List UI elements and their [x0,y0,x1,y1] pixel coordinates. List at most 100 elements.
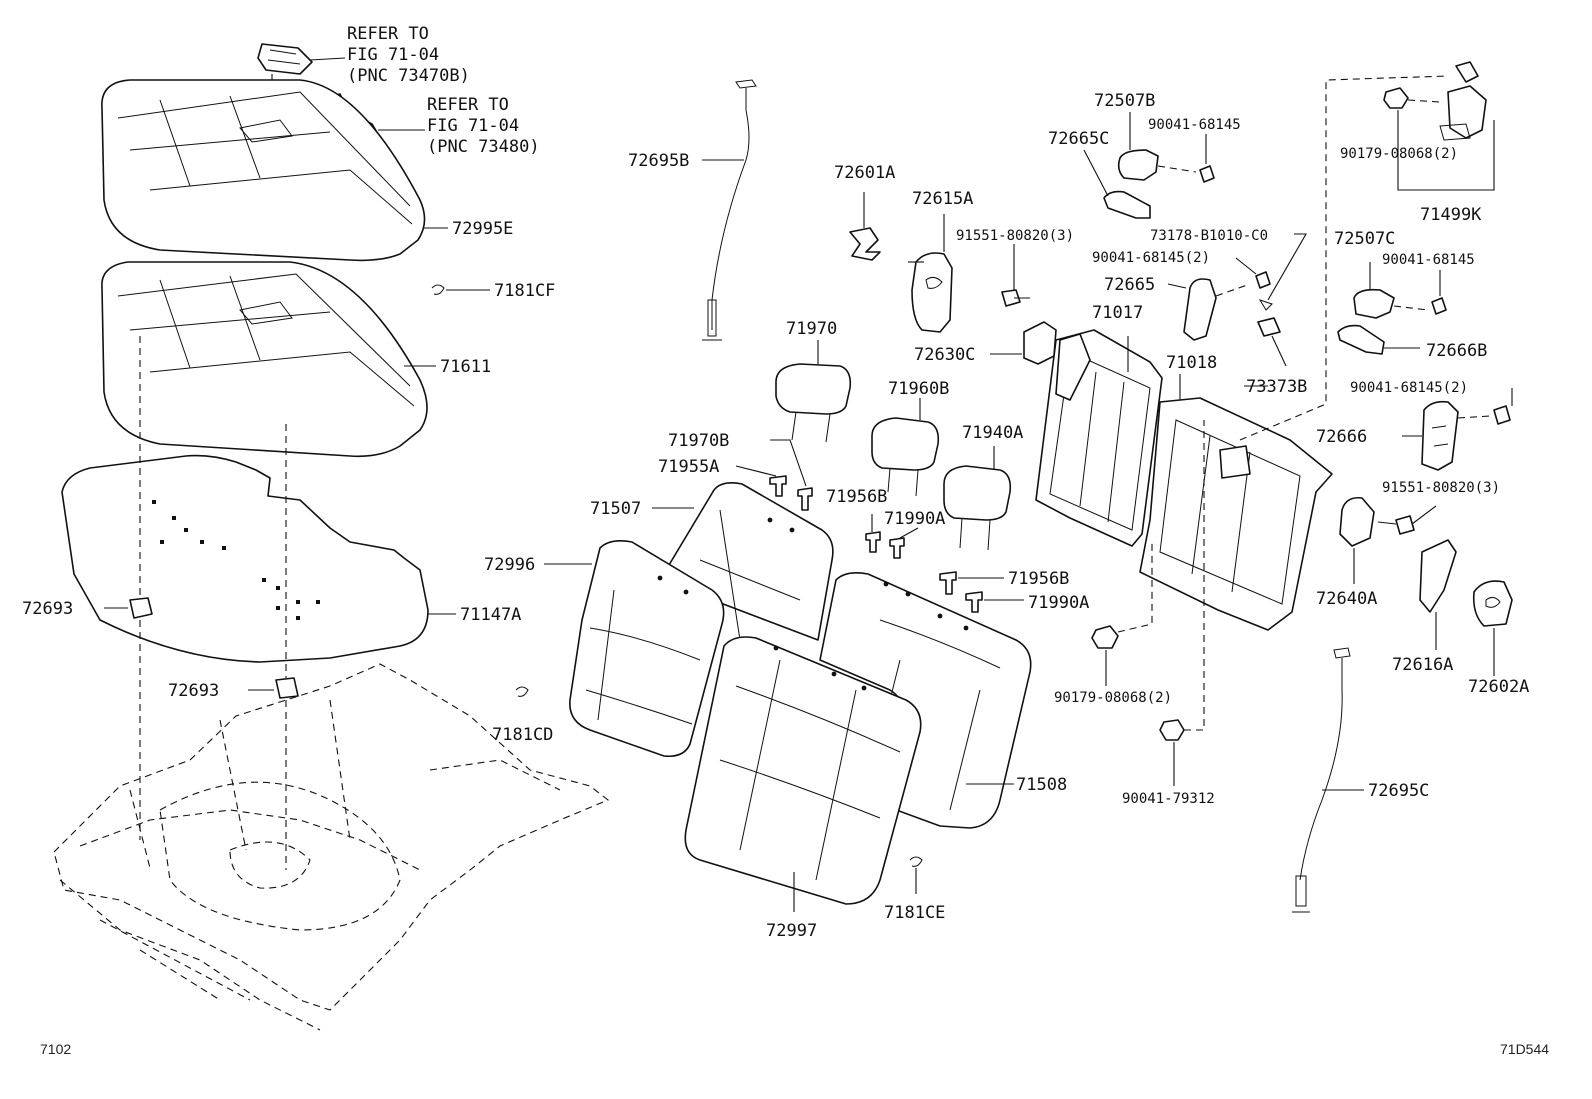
screw-90041-68145-2-b [1493,388,1513,425]
footer-left-code: 7102 [40,1041,71,1057]
floor-pan-drawing [53,663,610,1031]
refer2-line2: FIG 71-04 [427,116,519,136]
clip-72693-a [104,597,153,619]
label-72665: 72665 [1104,275,1155,295]
label-7181CF: 7181CF [494,281,555,301]
hinge-72630C [990,321,1057,365]
label-71018: 71018 [1166,353,1217,373]
refer1-line1: REFER TO [347,24,429,44]
cover-72615A [911,214,953,333]
guide-71955A [735,465,787,497]
label-71970B: 71970B [668,431,729,451]
label-72615A: 72615A [912,189,973,209]
label-72601A: 72601A [834,163,895,183]
clip-7181CD [515,686,529,697]
headrest-71940A [943,446,1012,551]
clip-7181CE [909,856,923,894]
clip-72693-b [248,677,299,699]
refer2-line3: (PNC 73480) [427,137,540,157]
label-72693-b: 72693 [168,681,219,701]
label-90041-68145-2-a: 90041-68145(2) [1092,250,1210,266]
label-72666B: 72666B [1426,341,1487,361]
label-72602A: 72602A [1468,677,1529,697]
seatback-cover-72996 [544,540,725,758]
bracket-72601A [849,192,881,261]
knob-72507C [1353,262,1429,319]
label-91551-80820-b: 91551-80820(3) [1382,480,1500,496]
nut-90041-79312 [1159,420,1205,786]
seat-cushion-cover-72995E [101,79,448,262]
label-72640A: 72640A [1316,589,1377,609]
knob-72507B [1117,112,1197,181]
label-7181CE: 7181CE [884,903,945,923]
label-73373B: 73373B [1246,377,1307,397]
label-71611: 71611 [440,357,491,377]
hinge-72640A [1339,496,1375,584]
cover-72665 [1167,278,1251,341]
refer2-line1: REFER TO [427,95,509,115]
label-90041-68145-a: 90041-68145 [1148,117,1241,133]
label-90041-68145-2-b: 90041-68145(2) [1350,380,1468,396]
label-71017: 71017 [1092,303,1143,323]
bolt-91551-80820-a [1001,244,1030,307]
bezel-72666B [1337,324,1420,355]
cable-72695B [702,79,757,341]
label-71499K: 71499K [1420,205,1482,225]
label-90041-68145-b: 90041-68145 [1382,252,1475,268]
label-71147A: 71147A [460,605,521,625]
label-71960B: 71960B [888,379,949,399]
label-72693-a: 72693 [22,599,73,619]
label-72695B: 72695B [628,151,689,171]
label-72996: 72996 [484,555,535,575]
guide-71956B-a [865,514,881,553]
label-73178: 73178-B1010-C0 [1150,228,1268,244]
cover-72666 [1402,400,1491,471]
label-71507: 71507 [590,499,641,519]
seat-cushion-pad-71611 [101,261,436,458]
seatback-cover-71507 [652,482,834,641]
label-71955A: 71955A [658,457,719,477]
label-71956B-a: 71956B [826,487,887,507]
cover-72602A [1472,580,1513,676]
seatback-cover-72997 [684,636,922,912]
label-72666: 72666 [1316,427,1367,447]
label-72665C: 72665C [1048,129,1109,149]
screw-90041-68145-a [1199,134,1215,183]
label-72616A: 72616A [1392,655,1453,675]
label-71990A-a: 71990A [884,509,945,529]
under-tray-71147A [61,454,456,663]
buckle-73470B-drawing [257,43,346,75]
label-71508: 71508 [1016,775,1067,795]
screw-90041-68145-2-a [1235,257,1271,289]
footer-right-code: 71D544 [1500,1041,1549,1057]
label-72695C: 72695C [1368,781,1429,801]
frame-71017 [1035,329,1163,547]
guide-71970B [770,439,813,511]
label-91551-80820-a: 91551-80820(3) [956,228,1074,244]
refer1-line2: FIG 71-04 [347,45,439,65]
frame-71018 [1139,374,1333,631]
label-90179-08068-b: 90179-08068(2) [1340,146,1458,162]
guide-71956B-b [939,571,1004,595]
clip-7181CF [431,284,490,295]
bolt-91551-80820-b [1377,505,1437,535]
nut-90179-08068-a [1091,540,1153,686]
clip-73373B [1257,317,1287,367]
screw-90041-68145-b [1431,270,1447,315]
label-7181CD: 7181CD [492,725,553,745]
label-71990A-b: 71990A [1028,593,1089,613]
guide-71990A-b [965,591,1024,613]
label-90179-08068-a: 90179-08068(2) [1054,690,1172,706]
label-72995E: 72995E [452,219,513,239]
label-72507B: 72507B [1094,91,1155,111]
bracket-72616A [1419,539,1457,650]
label-72507C: 72507C [1334,229,1395,249]
clip-73178 [1258,233,1307,311]
label-71956B-b: 71956B [1008,569,1069,589]
label-71940A: 71940A [962,423,1023,443]
label-71970: 71970 [786,319,837,339]
headrest-71960B [871,398,940,497]
label-72997: 72997 [766,921,817,941]
label-72630C: 72630C [914,345,975,365]
